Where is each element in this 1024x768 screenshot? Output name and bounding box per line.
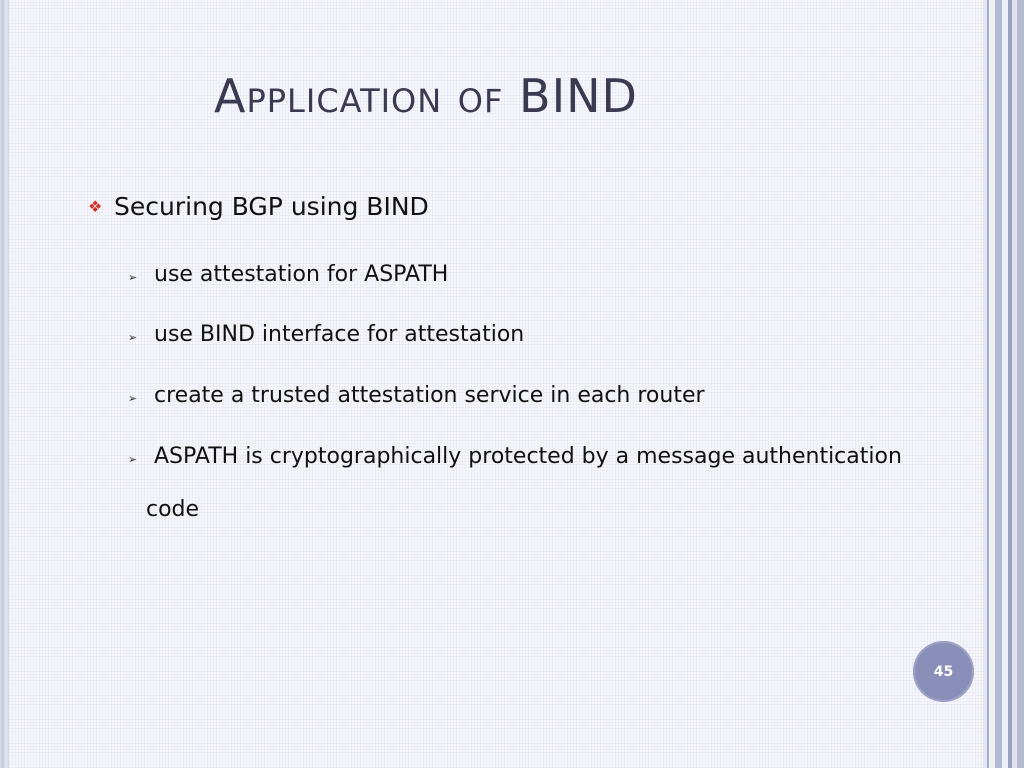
page-number-badge: 45 — [913, 641, 974, 702]
arrow-bullet-icon: ➢ — [128, 453, 138, 466]
sub-bullet-4-continuation: code — [146, 497, 200, 522]
sub-bullet-2: ➢ use BIND interface for attestation — [128, 322, 524, 347]
diamond-bullet-icon: ❖ — [88, 196, 103, 216]
slide-canvas — [9, 0, 983, 768]
sub-bullet-3: ➢ create a trusted attestation service i… — [128, 383, 705, 408]
arrow-bullet-icon: ➢ — [128, 331, 138, 344]
sub-bullet-1: ➢ use attestation for ASPATH — [128, 262, 448, 287]
main-bullet: ❖ Securing BGP using BIND — [88, 192, 429, 221]
slide-title: Application of BIND — [214, 69, 638, 123]
sub-bullet-text: use attestation for ASPATH — [154, 262, 449, 287]
arrow-bullet-icon: ➢ — [128, 392, 138, 405]
main-bullet-text: Securing BGP using BIND — [114, 192, 429, 221]
sub-bullet-text: create a trusted attestation service in … — [154, 383, 705, 408]
sub-bullet-4: ➢ ASPATH is cryptographically protected … — [128, 444, 902, 469]
arrow-bullet-icon: ➢ — [128, 271, 138, 284]
right-border-strip — [983, 0, 1024, 768]
left-border-strip — [0, 0, 9, 768]
sub-bullet-text: ASPATH is cryptographically protected by… — [154, 444, 902, 469]
sub-bullet-text: use BIND interface for attestation — [154, 322, 525, 347]
page-number: 45 — [933, 663, 954, 680]
